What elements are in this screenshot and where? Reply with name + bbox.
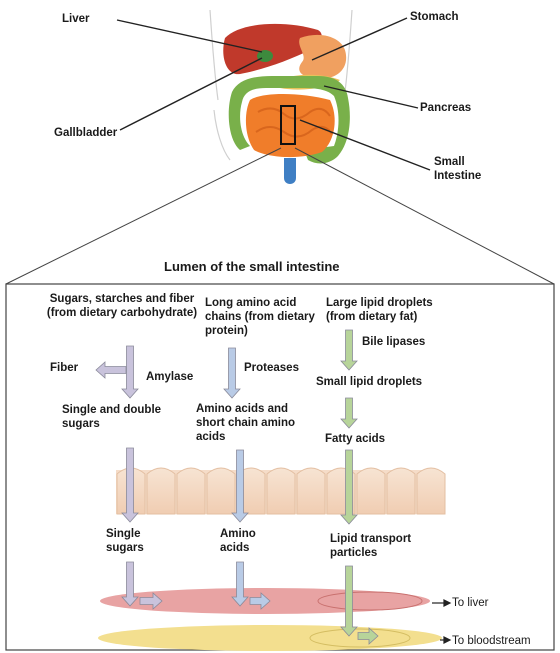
small-intestine-organ (246, 94, 335, 157)
gallbladder-label: Gallbladder (54, 126, 117, 140)
liver-label: Liver (62, 12, 90, 26)
torso-outline (210, 10, 218, 100)
amino-acids-label: Amino acids (220, 527, 280, 555)
lymph-vessel (98, 625, 442, 651)
fiber-arrow (96, 362, 126, 378)
villus (297, 468, 325, 514)
protein-arrow-blood (232, 562, 248, 606)
fat-arrow-lipases (341, 330, 357, 370)
protein-product-label: Amino acids and short chain amino acids (196, 402, 318, 444)
lumen-title: Lumen of the small intestine (164, 260, 340, 274)
lipid-transport-label: Lipid transport particles (330, 532, 440, 560)
small-lipid-droplets-label: Small lipid droplets (316, 375, 422, 389)
villi-band (116, 468, 445, 514)
carb-arrow-blood (122, 562, 138, 606)
villus (177, 468, 205, 514)
fatty-acids-label: Fatty acids (325, 432, 385, 446)
torso-outline (214, 110, 230, 160)
anatomy-illustration (210, 10, 352, 184)
proteases-label: Proteases (244, 361, 299, 375)
rectum-organ (284, 158, 296, 184)
to-liver-label: To liver (452, 596, 488, 610)
bile-lipases-label: Bile lipases (362, 335, 425, 349)
protein-arrow-proteases (224, 348, 240, 398)
to-bloodstream-label: To bloodstream (452, 634, 531, 648)
carb-product-label: Single and double sugars (62, 403, 182, 431)
stomach-label: Stomach (410, 10, 459, 24)
stomach-organ (299, 35, 346, 79)
villus (417, 468, 445, 514)
villus (147, 468, 175, 514)
small-intestine-label: Small Intestine (434, 155, 504, 183)
fiber-label: Fiber (50, 361, 78, 375)
fat-arrow-small (341, 398, 357, 428)
villus (387, 468, 415, 514)
villus (357, 468, 385, 514)
carb-source-label: Sugars, starches and fiber (from dietary… (44, 292, 200, 320)
amylase-label: Amylase (146, 370, 193, 384)
protein-source-label: Long amino acid chains (from dietary pro… (205, 296, 315, 338)
fat-source-label: Large lipid droplets (from dietary fat) (326, 296, 450, 324)
villus (207, 468, 235, 514)
villus (267, 468, 295, 514)
pancreas-label: Pancreas (420, 101, 471, 115)
single-sugars-label: Single sugars (106, 527, 166, 555)
